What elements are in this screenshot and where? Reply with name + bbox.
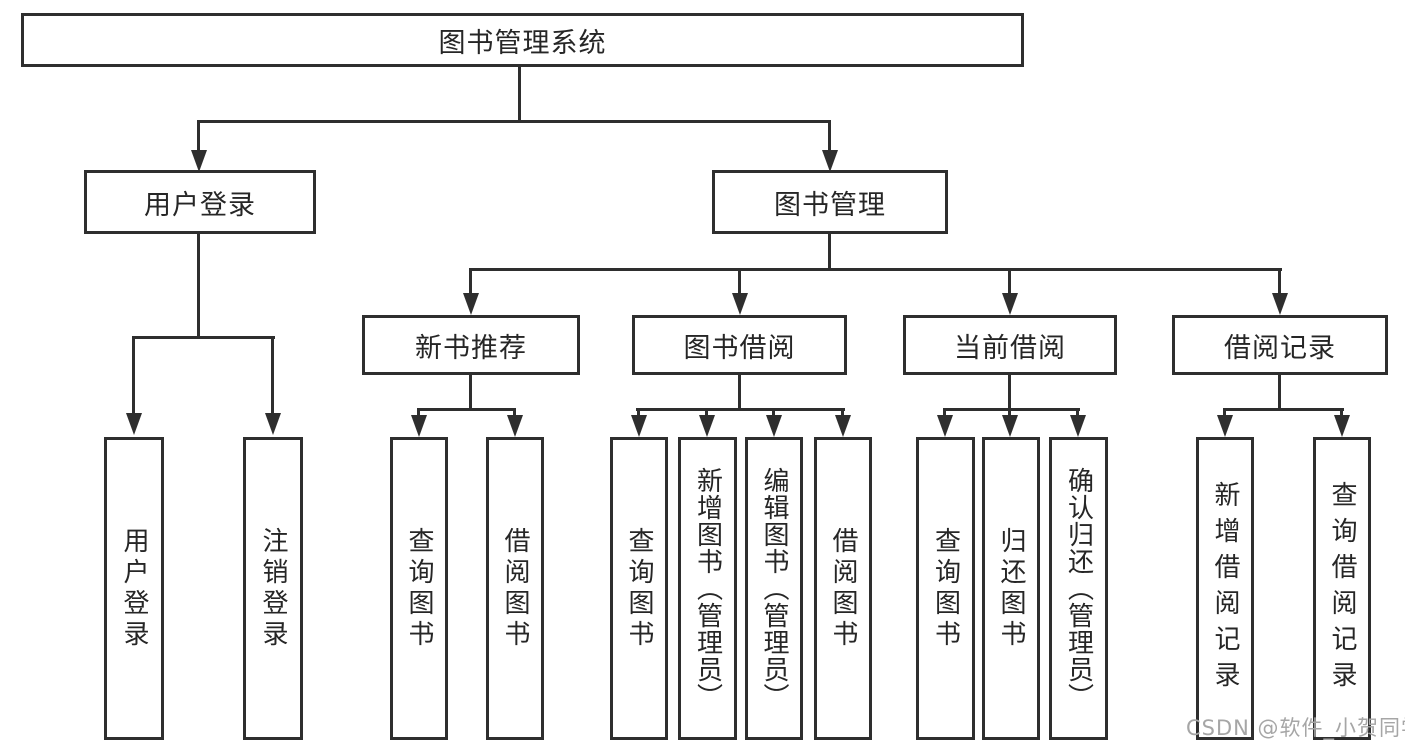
connector-branch — [636, 408, 845, 411]
arrow-down-icon — [411, 415, 427, 437]
node-label: 用户登录 — [144, 189, 256, 221]
connector-branch — [417, 408, 516, 411]
connector-drop — [132, 336, 135, 415]
arrow-down-icon — [822, 150, 838, 172]
leaf-query-books-3: 查询图书 — [916, 437, 975, 740]
connector-drop — [772, 408, 775, 418]
leaf-confirm-return-admin: 确认归还（管理员） — [1049, 437, 1108, 740]
connector-stem — [738, 375, 741, 410]
arrow-down-icon — [1002, 293, 1018, 315]
arrow-down-icon — [265, 413, 281, 435]
connector-drop — [417, 408, 420, 418]
arrow-down-icon — [507, 415, 523, 437]
node-label: 图书管理系统 — [438, 27, 607, 59]
leaf-edit-books-admin: 编辑图书（管理员） — [745, 437, 803, 740]
connector-drop — [513, 408, 516, 418]
connector-drop — [1223, 408, 1226, 418]
connector-drop — [469, 268, 472, 295]
arrow-down-icon — [766, 415, 782, 437]
arrow-down-icon — [835, 415, 851, 437]
connector-branch — [943, 408, 1080, 411]
arrow-down-icon — [126, 413, 142, 435]
leaf-label: 归还图书 — [996, 526, 1026, 651]
node-label: 借阅记录 — [1224, 332, 1336, 364]
leaf-user-login: 用户登录 — [104, 437, 164, 740]
leaf-query-books-2: 查询图书 — [610, 437, 668, 740]
leaf-label: 新增借阅记录 — [1210, 480, 1240, 697]
arrow-down-icon — [1334, 415, 1350, 437]
connector-mgmt-branch — [469, 268, 1282, 271]
leaf-borrow-books-2: 借阅图书 — [814, 437, 872, 740]
connector-drop — [1076, 408, 1079, 418]
leaf-return-books: 归还图书 — [982, 437, 1040, 740]
arrow-down-icon — [699, 415, 715, 437]
arrow-down-icon — [1272, 293, 1288, 315]
leaf-label: 查询图书 — [624, 526, 654, 651]
node-library-system: 图书管理系统 — [21, 13, 1024, 67]
arrow-down-icon — [1070, 415, 1086, 437]
connector-drop — [738, 268, 741, 295]
leaf-add-borrow-record: 新增借阅记录 — [1196, 437, 1254, 740]
leaf-label: 新增图书（管理员） — [692, 467, 723, 710]
connector-drop — [841, 408, 844, 418]
node-user-login: 用户登录 — [84, 170, 316, 234]
leaf-label: 借阅图书 — [500, 526, 530, 651]
connector-book-mgmt-drop — [828, 120, 831, 152]
connector-login-branch — [132, 336, 275, 339]
connector-drop — [1340, 408, 1343, 418]
leaf-borrow-books-1: 借阅图书 — [486, 437, 544, 740]
connector-drop — [1008, 408, 1011, 418]
connector-stem — [1008, 375, 1011, 410]
connector-root-branch — [197, 120, 831, 123]
node-borrow-records: 借阅记录 — [1172, 315, 1388, 375]
leaf-label: 注销登录 — [258, 526, 288, 651]
leaf-label: 查询借阅记录 — [1327, 480, 1357, 697]
leaf-logout: 注销登录 — [243, 437, 303, 740]
leaf-label: 借阅图书 — [828, 526, 858, 651]
connector-branch — [1223, 408, 1344, 411]
leaf-add-books-admin: 新增图书（管理员） — [678, 437, 737, 740]
connector-drop — [271, 336, 274, 415]
node-current-borrow: 当前借阅 — [903, 315, 1117, 375]
arrow-down-icon — [631, 415, 647, 437]
leaf-label: 编辑图书（管理员） — [759, 467, 789, 710]
connector-stem — [469, 375, 472, 410]
arrow-down-icon — [463, 293, 479, 315]
node-book-borrow: 图书借阅 — [632, 315, 847, 375]
node-label: 新书推荐 — [415, 332, 527, 364]
connector-root-stem — [518, 67, 521, 123]
arrow-down-icon — [937, 415, 953, 437]
arrow-down-icon — [1002, 415, 1018, 437]
leaf-label: 查询图书 — [930, 526, 961, 651]
leaf-label: 用户登录 — [119, 526, 149, 651]
leaf-label: 确认归还（管理员） — [1063, 467, 1094, 710]
arrow-down-icon — [1217, 415, 1233, 437]
connector-drop — [1008, 268, 1011, 295]
connector-drop — [637, 408, 640, 418]
node-label: 当前借阅 — [954, 332, 1066, 364]
connector-mgmt-stem — [828, 234, 831, 270]
connector-login-stem — [197, 234, 200, 338]
leaf-query-borrow-record: 查询借阅记录 — [1313, 437, 1371, 740]
csdn-watermark: CSDN @软件_小贺同学 — [1186, 716, 1405, 740]
connector-drop — [943, 408, 946, 418]
connector-user-login-drop — [197, 120, 200, 152]
leaf-query-books-1: 查询图书 — [390, 437, 448, 740]
connector-drop — [1278, 268, 1281, 295]
connector-drop — [705, 408, 708, 418]
arrow-down-icon — [191, 150, 207, 172]
node-book-management: 图书管理 — [712, 170, 948, 234]
leaf-label: 查询图书 — [404, 526, 434, 651]
connector-stem — [1278, 375, 1281, 410]
node-label: 图书管理 — [774, 189, 886, 221]
arrow-down-icon — [732, 293, 748, 315]
node-label: 图书借阅 — [683, 332, 796, 364]
node-new-book-recommend: 新书推荐 — [362, 315, 580, 375]
